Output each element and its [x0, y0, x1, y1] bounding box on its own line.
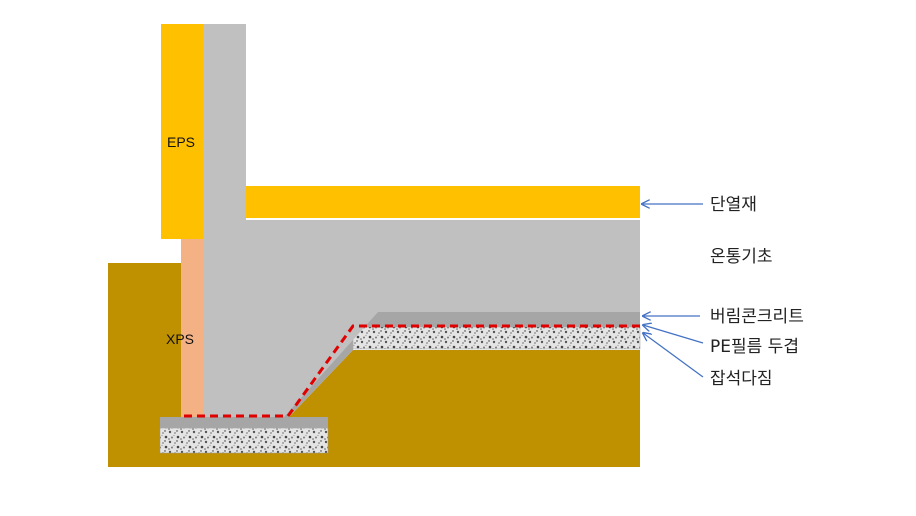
- pe-film-label: PE필름 두겹: [710, 337, 799, 357]
- blinding-concrete-layer: [282, 312, 640, 418]
- eps-insulation-board: [161, 24, 203, 239]
- slab-crushed-stone-layer: [352, 326, 641, 350]
- top-insulation-layer: [246, 186, 640, 218]
- footing-blinding-concrete: [160, 417, 328, 428]
- xps-insulation-board: [181, 239, 203, 417]
- crushed-stone-arrow: [643, 333, 704, 378]
- eps-label: EPS: [167, 134, 195, 150]
- pe-film-arrow: [643, 325, 704, 344]
- crushed-stone-label: 잡석다짐: [710, 369, 773, 389]
- soil-ground: [108, 263, 640, 467]
- blinding-concrete-label: 버림콘크리트: [710, 307, 804, 327]
- xps-label: XPS: [166, 331, 194, 347]
- mat-foundation-concrete: [203, 24, 640, 417]
- footing-gravel: [159, 427, 329, 454]
- foundation-label: 온통기초: [710, 247, 773, 267]
- pe-film-line: [184, 324, 640, 418]
- insulation-label: 단열재: [710, 195, 757, 215]
